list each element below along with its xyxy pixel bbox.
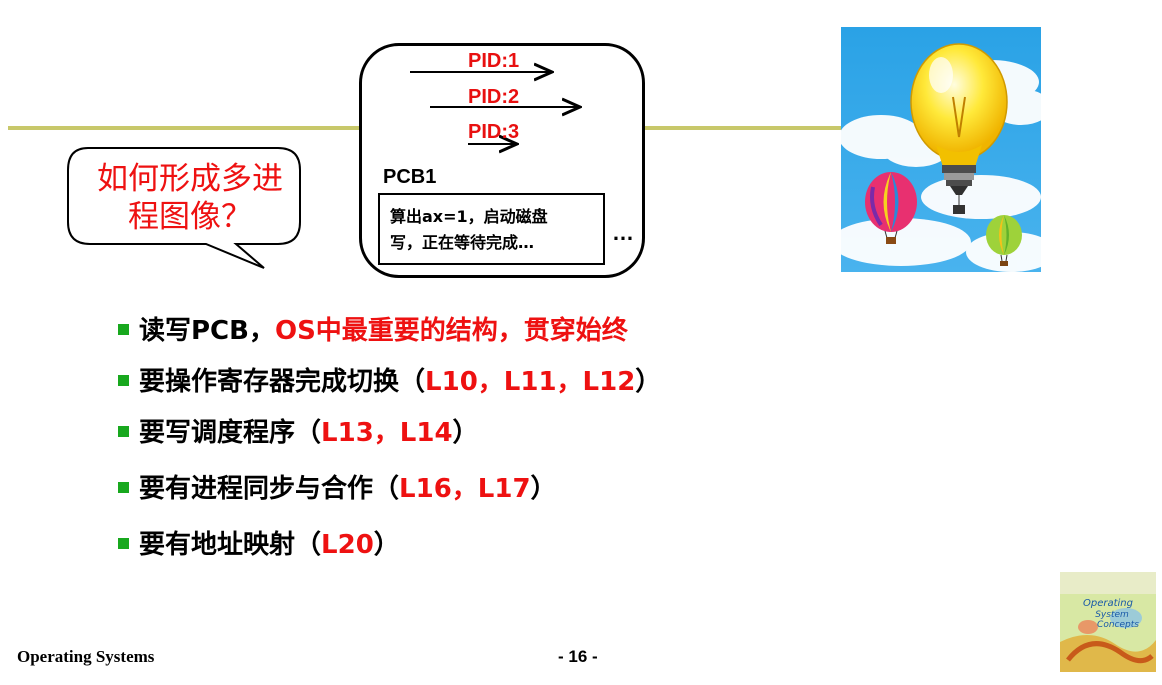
bullet-text: 读写PCB， [139,316,275,346]
bullet-text: （ [399,367,426,397]
pcb-content-line-1: 算出ax=1，启动磁盘 [390,207,548,226]
pcb-content-box: 算出ax=1，启动磁盘 写，正在等待完成… [378,193,605,265]
bullet-text: （ [295,418,322,448]
book-cover-picture: Operating System Concepts [1060,572,1156,672]
speech-bubble [67,147,301,269]
bullet-text: 要有进程同步与合作 [139,474,374,504]
bullet-text: （ [373,474,400,504]
lightbulb-balloons-picture [841,27,1041,272]
pcb-label: PCB1 [383,166,437,188]
callout-line-1: 如何形成多进 [97,161,283,197]
bullet-item: 读写PCB，OS中最重要的结构，贯穿始终 [118,316,628,346]
bullet-highlight-text: L10，L11，L12 [425,367,636,397]
pcb-ellipsis: … [612,220,635,245]
bullet-text: ） [635,367,662,397]
execution-arrows [410,60,600,160]
pid-label-1: PID:1 [468,50,520,72]
callout-line-2: 程图像？ [128,199,252,235]
header-rule-left [8,126,360,130]
bullet-square-icon [118,426,129,437]
bullet-text: ） [530,474,557,504]
bullet-text: ） [373,530,400,560]
bullet-square-icon [118,375,129,386]
book-title-line-3: Concepts [1097,620,1139,630]
pid-label-3: PID:3 [468,121,520,143]
bullet-highlight-text: L20 [321,530,374,560]
bullet-highlight-text: L13，L14 [321,418,453,448]
bullet-highlight-text: OS中最重要的结构，贯穿始终 [274,316,628,346]
bullet-item: 要有地址映射（L20） [118,530,400,560]
book-title-line-1: Operating [1083,598,1133,609]
pcb-content-line-2: 写，正在等待完成… [390,233,535,252]
bullet-highlight-text: L16，L17 [399,474,531,504]
bullet-item: 要操作寄存器完成切换（L10，L11，L12） [118,367,661,397]
bullet-text: 要写调度程序 [139,418,296,448]
pid-label-2: PID:2 [468,86,520,108]
bullet-square-icon [118,324,129,335]
callout-question: 如何形成多进 程图像？ [80,160,300,236]
bullet-item: 要写调度程序（L13，L14） [118,418,479,448]
footer-course-title: Operating Systems [17,647,155,666]
bullet-text: ） [452,418,479,448]
book-title-line-2: System [1095,610,1129,620]
bullet-text: 要操作寄存器完成切换 [139,367,400,397]
bullet-text: 要有地址映射 [139,530,296,560]
bullet-text: （ [295,530,322,560]
bullet-square-icon [118,482,129,493]
bullet-square-icon [118,538,129,549]
bullet-item: 要有进程同步与合作（L16，L17） [118,474,557,504]
footer-page-number: - 16 - [558,647,598,666]
header-rule-right [645,126,843,130]
